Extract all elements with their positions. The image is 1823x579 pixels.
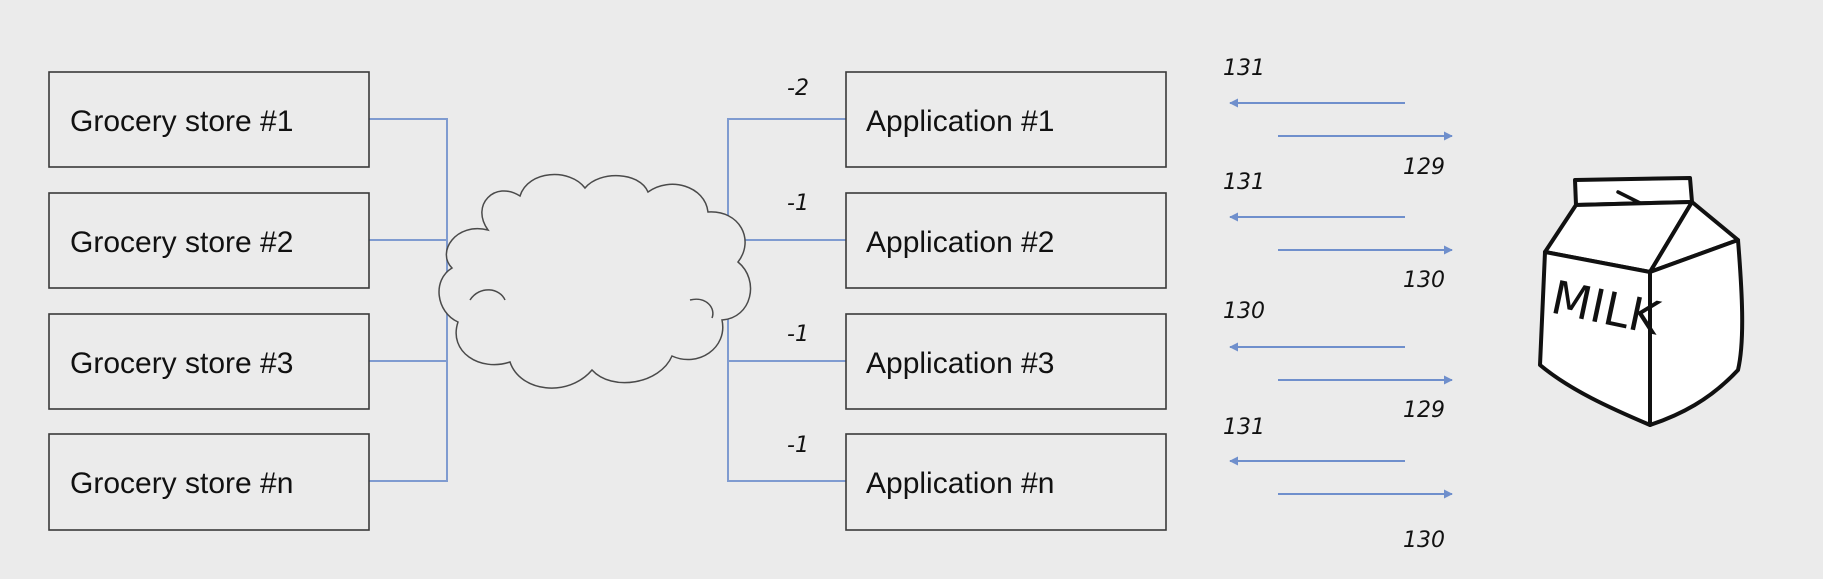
write-value: 130 bbox=[1403, 268, 1445, 293]
application-label: Application #2 bbox=[866, 226, 1054, 259]
store-label: Grocery store #1 bbox=[70, 105, 293, 138]
store-box: Grocery store #n bbox=[48, 433, 370, 531]
application-box: Application #1 bbox=[845, 71, 1167, 168]
store-connectors bbox=[369, 118, 448, 482]
application-box-frame bbox=[845, 313, 1167, 410]
write-value: 129 bbox=[1403, 398, 1445, 423]
store-box-frame bbox=[48, 433, 370, 531]
application-label: Application #n bbox=[866, 467, 1054, 500]
read-value: 131 bbox=[1223, 170, 1265, 195]
store-box: Grocery store #2 bbox=[48, 192, 370, 289]
read-value: 131 bbox=[1223, 56, 1265, 81]
application-box: Application #2 bbox=[845, 192, 1167, 289]
store-label: Grocery store #2 bbox=[70, 226, 293, 259]
application-box: Application #n bbox=[845, 433, 1167, 531]
store-label: Grocery store #n bbox=[70, 467, 293, 500]
application-box-frame bbox=[845, 192, 1167, 289]
application-box-frame bbox=[845, 71, 1167, 168]
read-value: 130 bbox=[1223, 299, 1265, 324]
delta-label: -1 bbox=[787, 191, 809, 216]
cloud-icon bbox=[438, 173, 752, 389]
delta-label: -1 bbox=[787, 322, 809, 347]
application-box: Application #3 bbox=[845, 313, 1167, 410]
write-value: 129 bbox=[1403, 155, 1445, 180]
application-box-frame bbox=[845, 433, 1167, 531]
store-box: Grocery store #1 bbox=[48, 71, 370, 168]
read-value: 131 bbox=[1223, 415, 1265, 440]
store-box-frame bbox=[48, 192, 370, 289]
milk-carton-icon: MILK bbox=[1538, 176, 1745, 427]
delta-label: -1 bbox=[787, 433, 809, 458]
store-box-frame bbox=[48, 71, 370, 168]
application-label: Application #1 bbox=[866, 105, 1054, 138]
store-bus-line bbox=[369, 118, 448, 482]
application-label: Application #3 bbox=[866, 347, 1054, 380]
store-box-frame bbox=[48, 313, 370, 410]
store-label: Grocery store #3 bbox=[70, 347, 293, 380]
store-box: Grocery store #3 bbox=[48, 313, 370, 410]
delta-label: -2 bbox=[787, 76, 809, 101]
write-value: 130 bbox=[1403, 528, 1445, 553]
sync-arrows: 131 129 131 130 130 129 131 130 bbox=[1223, 56, 1453, 553]
